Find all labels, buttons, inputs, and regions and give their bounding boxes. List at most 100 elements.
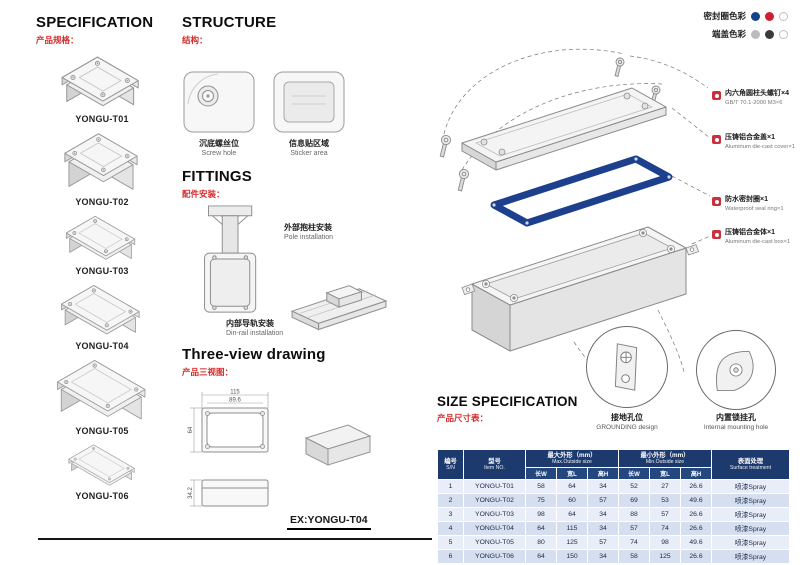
size-cell: YONGU-T01 [463, 478, 526, 494]
product-item: YONGU-T06 [67, 443, 138, 501]
callout-label-en: Aluminum die-cast cover×1 [725, 143, 796, 150]
size-cell: 34 [587, 520, 619, 536]
size-cell: 2 [437, 492, 464, 508]
product-item: YONGU-T01 [59, 54, 144, 124]
screw-hole-illustration [182, 70, 256, 134]
sticker-area-illustration [272, 70, 346, 134]
size-cell: 26.6 [680, 548, 712, 564]
size-cell: 150 [556, 548, 588, 564]
product-label: YONGU-T06 [75, 491, 129, 501]
example-label: EX:YONGU-T04 [287, 514, 371, 530]
col-dim: 长W [618, 466, 650, 480]
dim-inner-length: 89.6 [229, 398, 241, 404]
size-spec-title: SIZE SPECIFICATION [437, 394, 578, 409]
color-swatch [751, 11, 760, 21]
size-cell: 喷漆Spray [711, 534, 790, 550]
three-view-drawing: 115 89.6 64 34.2 [188, 390, 372, 507]
color-swatch [779, 11, 788, 21]
dim-height: 34.2 [188, 487, 194, 499]
size-cell: 98 [525, 506, 557, 522]
mounting-hole-detail-circle [696, 330, 776, 410]
col-dim: 高H [587, 466, 619, 480]
size-cell: 64 [556, 506, 588, 522]
size-cell: YONGU-T05 [463, 534, 526, 550]
product-item: YONGU-T02 [62, 131, 143, 207]
size-spec-section: SIZE SPECIFICATION 产品尺寸表： [437, 394, 637, 424]
callout-label-en: Waterproof seal ring×1 [725, 205, 784, 212]
color-legend-row: 端盖色彩 [628, 28, 788, 40]
color-swatch [765, 11, 774, 21]
size-cell: 49.6 [680, 492, 712, 508]
size-cell: 69 [618, 492, 650, 508]
specification-title: SPECIFICATION [36, 14, 154, 31]
col-dim: 高H [680, 466, 712, 480]
three-view-title: Three-view drawing [182, 346, 326, 363]
color-swatch [779, 29, 788, 39]
size-cell: 喷漆Spray [711, 520, 790, 536]
size-cell: 5 [437, 534, 464, 550]
fittings-title: FITTINGS [182, 168, 252, 185]
size-cell: 34 [587, 506, 619, 522]
cover-icon [712, 135, 721, 144]
enclosure-illustration [67, 443, 138, 489]
product-item: YONGU-T03 [64, 214, 139, 276]
enclosure-illustration [64, 214, 139, 264]
size-cell: 34 [587, 478, 619, 494]
color-legend-label: 密封圈色彩 [703, 11, 746, 21]
callout-label-zh: 防水密封圈×1 [725, 196, 768, 203]
enclosure-illustration [62, 131, 143, 195]
size-cell: 26.6 [680, 478, 712, 494]
size-cell: 3 [437, 506, 464, 522]
size-cell: YONGU-T03 [463, 506, 526, 522]
product-label: YONGU-T01 [75, 114, 129, 124]
size-cell: 52 [618, 478, 650, 494]
size-cell: 80 [525, 534, 557, 550]
size-cell: YONGU-T02 [463, 492, 526, 508]
din-label-en: Din-rail installation [226, 330, 284, 337]
size-cell: 喷漆Spray [711, 492, 790, 508]
size-cell: 34 [587, 548, 619, 564]
dim-length: 115 [230, 390, 240, 396]
size-cell: 57 [587, 492, 619, 508]
size-cell: YONGU-T04 [463, 520, 526, 536]
size-cell: 58 [618, 548, 650, 564]
mounting-hole-label-zh: 内置锁挂孔 [716, 413, 756, 422]
screw-illustration [439, 57, 661, 192]
col-min-group: 最小外形（mm）Min.Outside size [618, 449, 712, 468]
size-cell: 57 [649, 506, 681, 522]
size-cell: 98 [649, 534, 681, 550]
specification-subtitle: 产品规格： [36, 35, 79, 45]
fittings-subtitle: 配件安装： [182, 189, 225, 199]
color-legend-label: 端盖色彩 [711, 29, 746, 39]
size-cell: 75 [525, 492, 557, 508]
enclosure-illustration [59, 283, 144, 339]
sticker-area-label-zh: 信息贴区域 [289, 139, 329, 148]
size-cell: 64 [556, 478, 588, 494]
size-cell: 喷漆Spray [711, 548, 790, 564]
col-dim: 宽L [556, 466, 588, 480]
dim-width: 64 [188, 426, 194, 433]
size-cell: 74 [649, 520, 681, 536]
three-view-subtitle: 产品三视图： [182, 367, 234, 377]
size-cell: YONGU-T06 [463, 548, 526, 564]
color-legend: 密封圈色彩端盖色彩 [628, 10, 788, 46]
seal-ring-illustration [490, 155, 673, 227]
size-cell: 115 [556, 520, 588, 536]
iso-view [304, 424, 372, 466]
size-cell: 57 [618, 520, 650, 536]
size-cell: 喷漆Spray [711, 506, 790, 522]
col-max-group: 最大外形（mm）Max.Outside size [525, 449, 619, 468]
col-dim: 宽L [649, 466, 681, 480]
callout-label-en: GB/T 70.1-2000 M3×6 [725, 99, 783, 106]
screw-icon [712, 91, 721, 100]
structure-thumbs: 沉底螺丝位 Screw hole 信息贴区域 Sticker area [182, 70, 392, 157]
cover-illustration [461, 87, 667, 171]
